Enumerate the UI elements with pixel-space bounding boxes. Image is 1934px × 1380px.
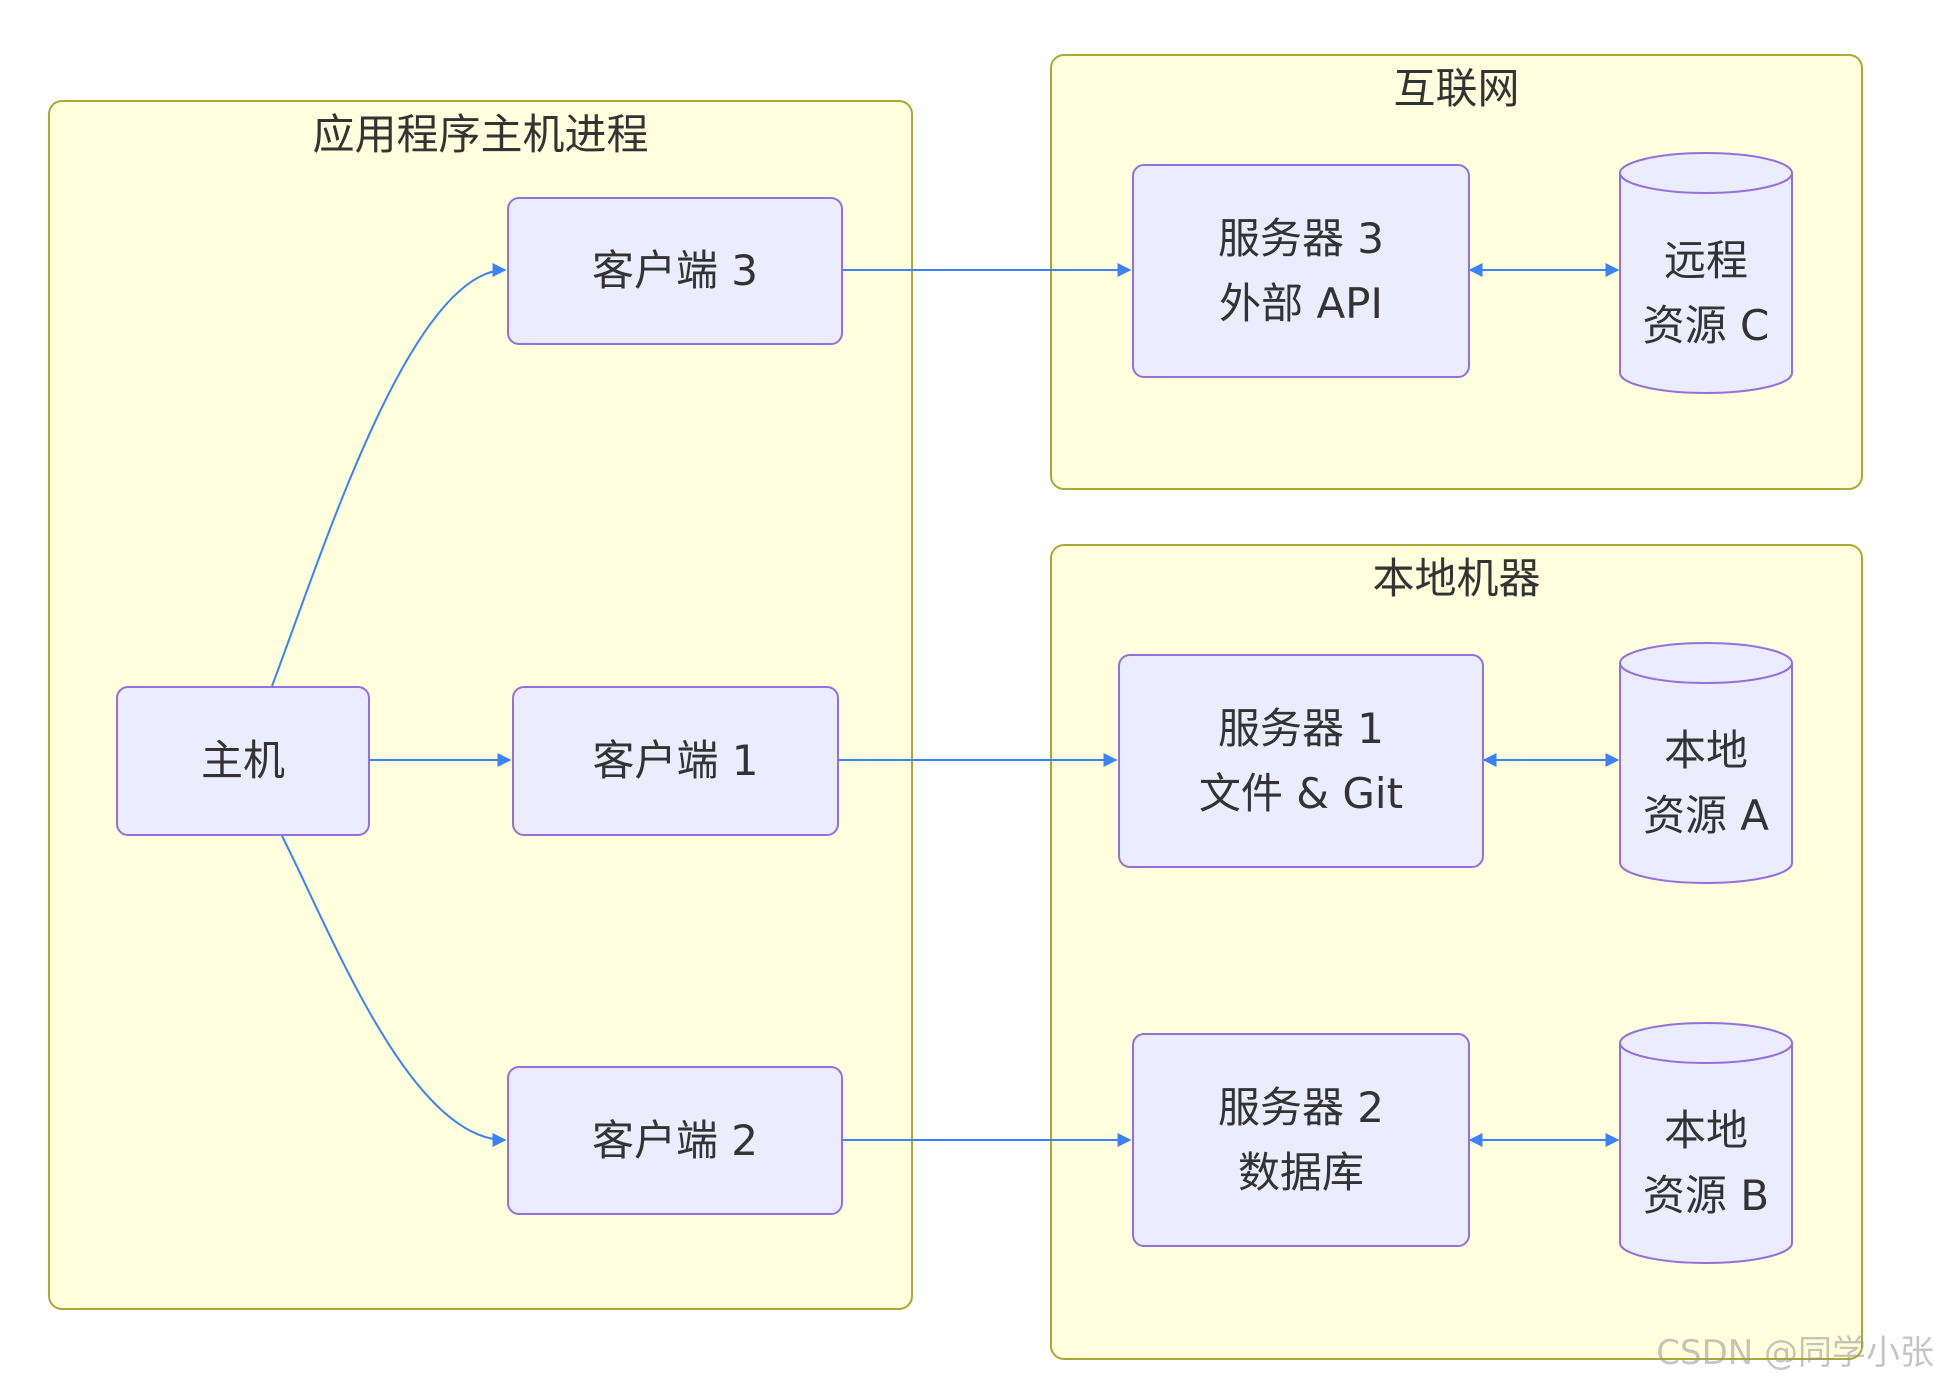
- node-resource-b-line2: 资源 B: [1642, 1171, 1770, 1220]
- node-host[interactable]: 主机: [116, 686, 370, 836]
- watermark: CSDN @同学小张: [1656, 1333, 1934, 1373]
- node-server-3[interactable]: 服务器 3 外部 API: [1132, 164, 1470, 378]
- node-resource-c-line1: 远程: [1663, 235, 1748, 285]
- cylinder-resource-a[interactable]: [1619, 642, 1793, 884]
- node-server-3-line1: 服务器 3: [1217, 213, 1385, 263]
- cluster-title-internet: 互联网: [1393, 64, 1520, 113]
- node-resource-b-line1: 本地: [1663, 1105, 1748, 1155]
- node-client-3-label: 客户端 3: [591, 246, 759, 296]
- node-server-3-line2: 外部 API: [1219, 279, 1383, 328]
- node-server-2-line2: 数据库: [1237, 1148, 1364, 1197]
- node-server-2[interactable]: 服务器 2 数据库: [1132, 1033, 1470, 1247]
- node-client-2[interactable]: 客户端 2: [507, 1066, 843, 1215]
- node-client-1[interactable]: 客户端 1: [512, 686, 839, 836]
- cluster-title-app-host: 应用程序主机进程: [312, 110, 649, 159]
- node-resource-c-line2: 资源 C: [1642, 301, 1770, 350]
- cylinder-resource-c[interactable]: [1619, 152, 1793, 394]
- node-server-1-line1: 服务器 1: [1217, 703, 1385, 753]
- node-server-2-line1: 服务器 2: [1217, 1082, 1385, 1132]
- node-client-1-label: 客户端 1: [592, 736, 759, 786]
- node-resource-b[interactable]: 本地 资源 B: [1620, 1063, 1792, 1263]
- cylinder-resource-b[interactable]: [1619, 1022, 1793, 1264]
- node-resource-a-line2: 资源 A: [1642, 791, 1770, 840]
- node-client-3[interactable]: 客户端 3: [507, 197, 843, 345]
- node-server-1[interactable]: 服务器 1 文件 & Git: [1118, 654, 1484, 868]
- node-server-1-line2: 文件 & Git: [1198, 769, 1404, 818]
- cluster-title-local-machine: 本地机器: [1372, 554, 1541, 603]
- node-host-label: 主机: [200, 736, 285, 786]
- node-resource-c[interactable]: 远程 资源 C: [1620, 193, 1792, 393]
- node-resource-a-line1: 本地: [1663, 725, 1748, 775]
- node-client-2-label: 客户端 2: [591, 1115, 759, 1165]
- node-resource-a[interactable]: 本地 资源 A: [1620, 683, 1792, 883]
